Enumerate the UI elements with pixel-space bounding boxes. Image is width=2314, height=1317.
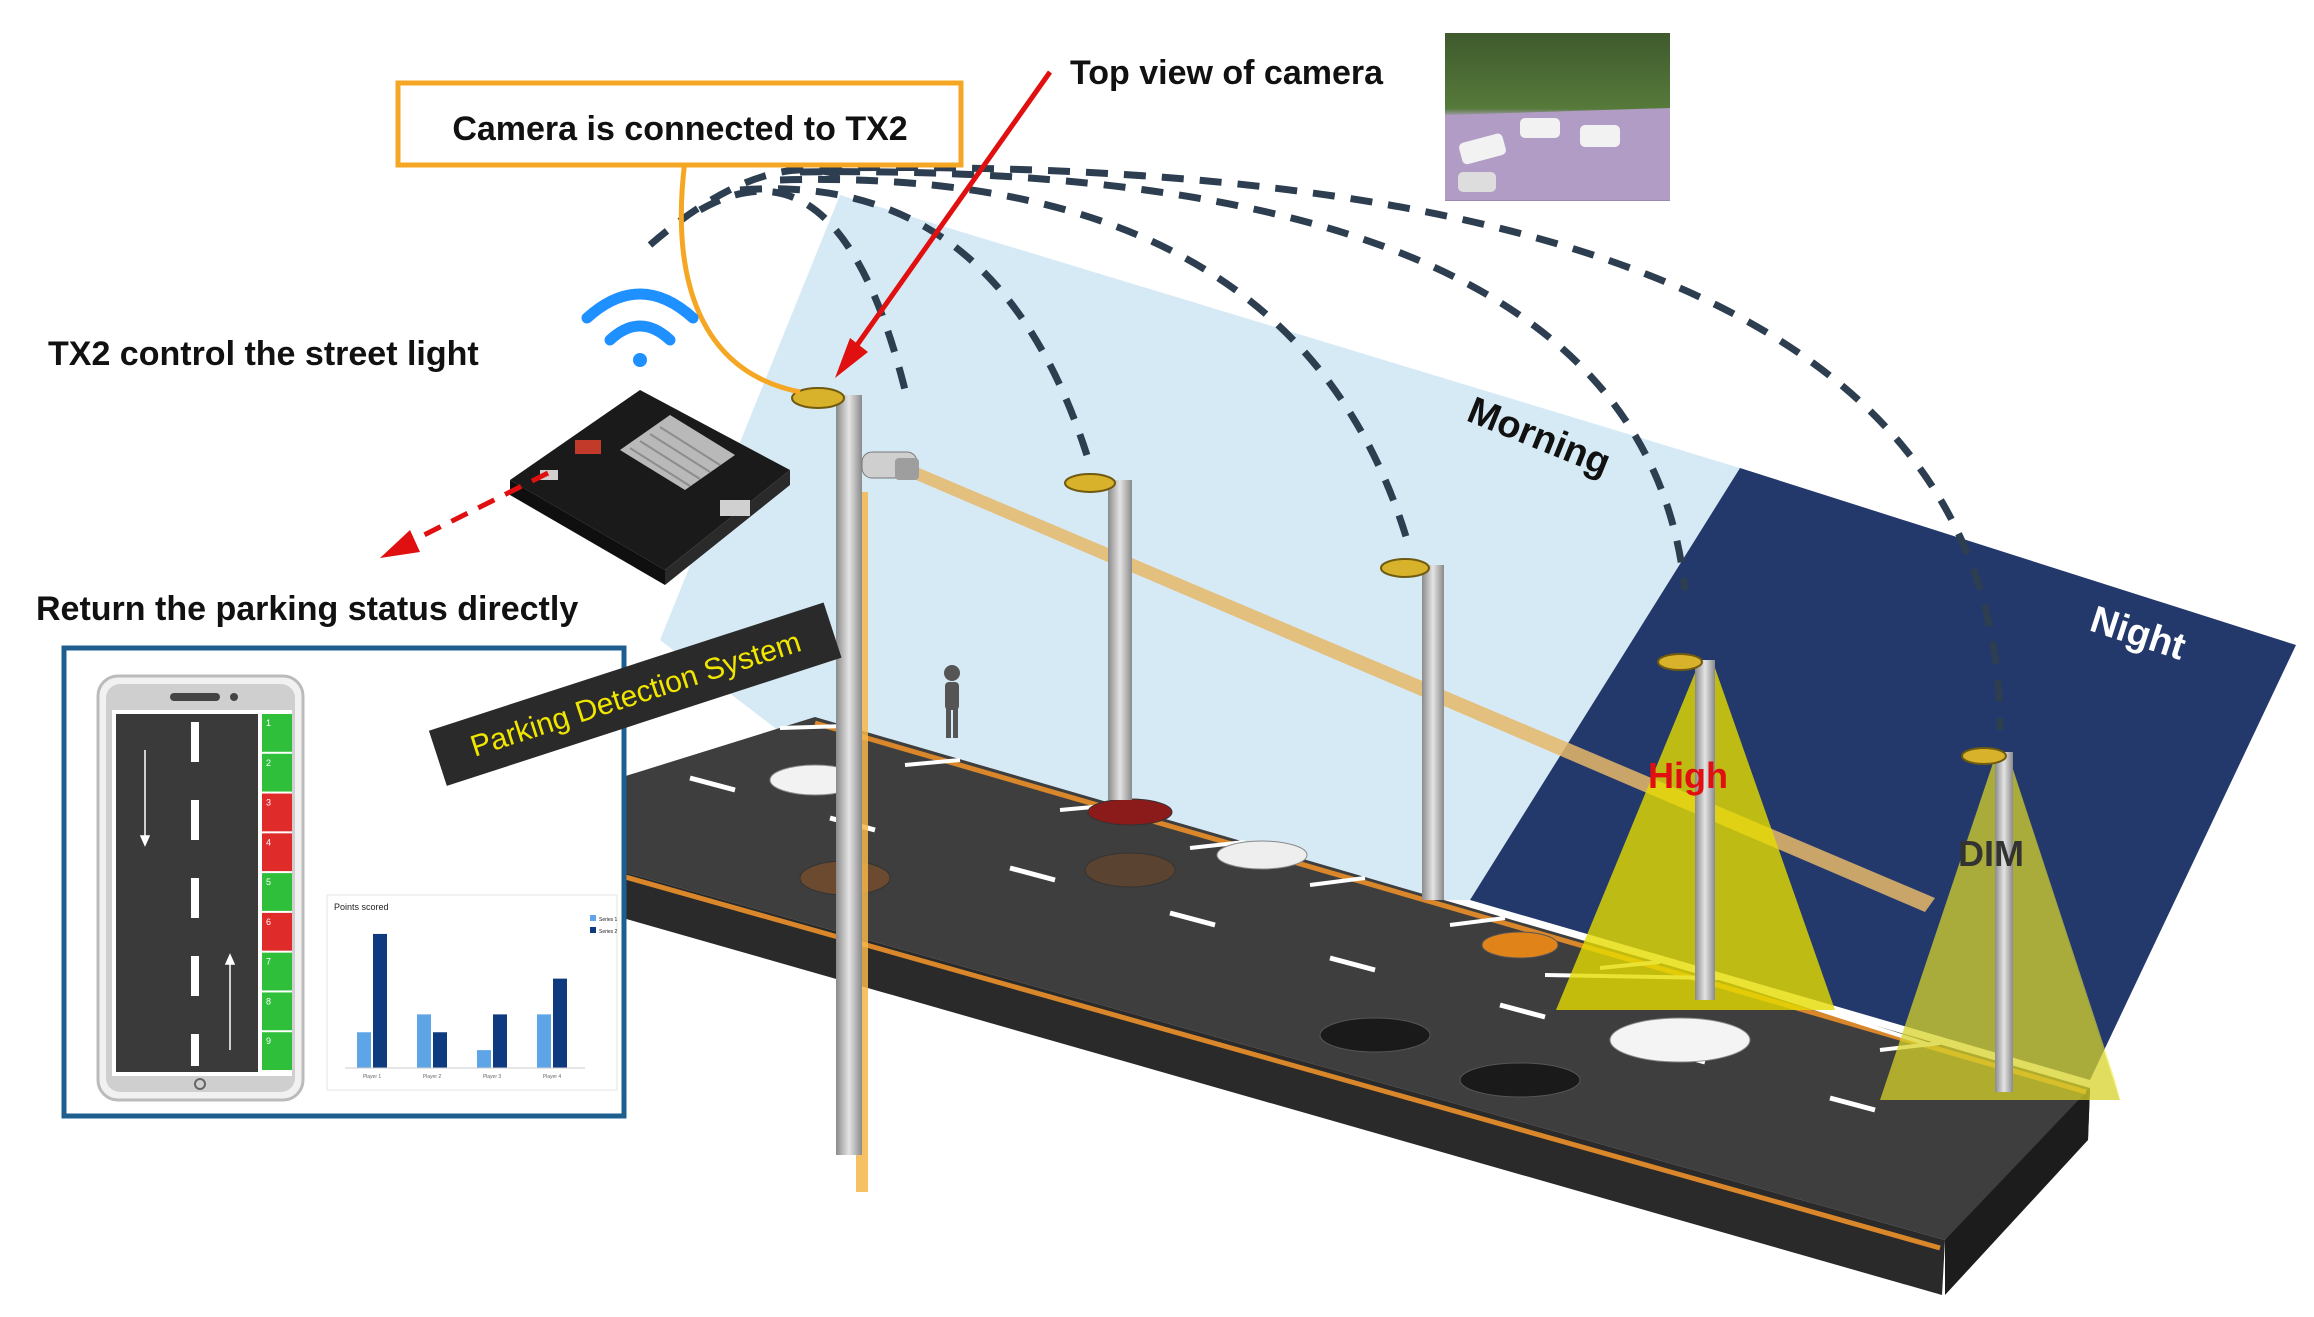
parking-slot-8 <box>262 992 292 1031</box>
parking-slot-6 <box>262 912 292 951</box>
camera-connected-box <box>395 80 964 168</box>
parking-slot-number: 7 <box>266 957 271 967</box>
camera-tx2-wire <box>678 159 801 395</box>
mini-chart-category-label: Player 1 <box>363 1074 382 1080</box>
car-police-2 <box>1459 1062 1581 1098</box>
camera-top-view-image <box>1445 33 1670 201</box>
parking-slot-3 <box>262 793 292 832</box>
mini-bar-1-4 <box>537 1014 551 1068</box>
top-view-arrow <box>835 70 1053 378</box>
car-brown-2 <box>1084 852 1176 888</box>
mini-bar-2-2 <box>433 1032 447 1068</box>
car-orange <box>1481 931 1559 959</box>
parking-slot-number: 2 <box>266 758 271 768</box>
mini-chart-category-label: Player 4 <box>543 1074 562 1080</box>
parking-slot-number: 5 <box>266 877 271 887</box>
camera-connected-label: Camera is connected to TX2 <box>452 110 907 148</box>
morning-panel <box>660 195 1740 900</box>
mini-bar-1-3 <box>477 1050 491 1068</box>
mini-chart-category-label: Player 3 <box>483 1074 502 1080</box>
mini-bar-2-4 <box>553 978 567 1068</box>
tx2-control-label: TX2 control the street light <box>48 335 479 373</box>
high-label: High <box>1648 755 1728 796</box>
parking-slot-number: 1 <box>266 718 271 728</box>
top-view-label: Top view of camera <box>1070 54 1384 92</box>
mini-bar-chart: Points scored Player 1 Player 2 Player 3 Pl… <box>326 894 618 1091</box>
pedestrian-figure <box>944 665 960 738</box>
car-police <box>1319 1017 1431 1053</box>
parking-slot-9 <box>262 1032 292 1070</box>
legend-series-2: Series 2 <box>599 929 618 935</box>
parking-slot-1 <box>262 714 292 752</box>
signal-arcs <box>647 163 2004 731</box>
mini-bar-1-2 <box>417 1014 431 1068</box>
parking-slot-number: 3 <box>266 798 271 808</box>
status-panel: 1 2 3 4 5 6 7 8 9 Points scored Player 1 Player 2… <box>61 645 627 1119</box>
mini-bar-1-1 <box>357 1032 371 1068</box>
return-status-arrow <box>380 470 550 558</box>
legend-series-1: Series 1 <box>599 917 618 923</box>
parking-slot-number: 8 <box>266 996 271 1006</box>
car-white-2 <box>1216 840 1308 870</box>
parking-slot-2 <box>262 753 292 792</box>
mini-bar-2-3 <box>493 1014 507 1068</box>
wifi-icon <box>581 288 699 367</box>
parking-slot-number: 4 <box>266 837 271 847</box>
phone-mockup: 1 2 3 4 5 6 7 8 9 <box>96 674 305 1102</box>
car-red <box>1087 798 1173 826</box>
tx2-board <box>510 390 790 585</box>
mini-chart-legend: Series 1 Series 2 <box>590 915 618 935</box>
parking-slot-number: 9 <box>266 1036 271 1046</box>
mini-chart-title: Points scored <box>334 902 389 912</box>
car-white-3 <box>1609 1017 1751 1063</box>
parking-slot-4 <box>262 833 292 872</box>
mini-chart-category-label: Player 2 <box>423 1074 442 1080</box>
street-poles <box>791 387 2013 1155</box>
parking-slot-5 <box>262 873 292 911</box>
parking-slot-list: 1 2 3 4 5 6 7 8 9 <box>262 714 292 1070</box>
return-status-label: Return the parking status directly <box>36 590 578 628</box>
light-cone-dim-right <box>2010 760 2120 1100</box>
dim-label: DIM <box>1958 833 2024 874</box>
mini-bar-2-1 <box>373 933 387 1068</box>
parking-slot-7 <box>262 952 292 991</box>
parking-slot-number: 6 <box>266 917 271 927</box>
